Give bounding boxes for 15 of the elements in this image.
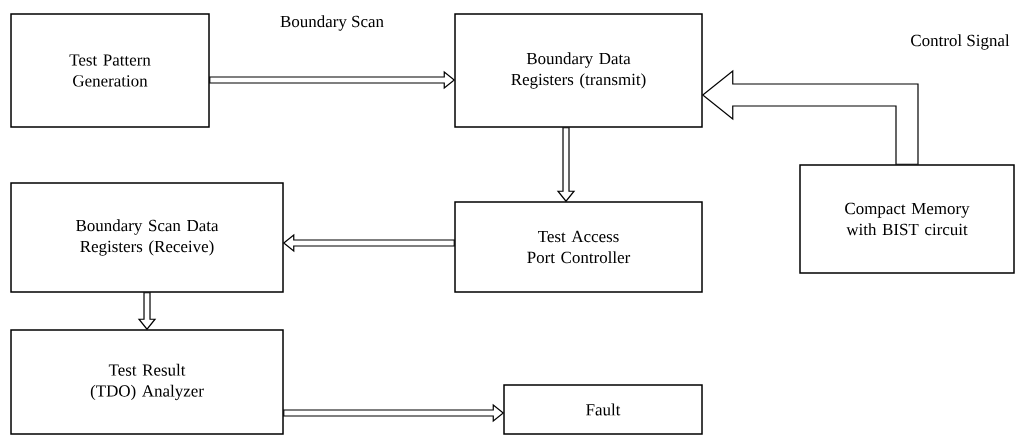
- label: Boundary Scan: [280, 15, 384, 31]
- process-box: Test Result (TDO) Analyzer: [10, 329, 284, 435]
- process-box: Boundary Data Registers (transmit): [454, 13, 703, 128]
- process-box: Test Access Port Controller: [454, 201, 703, 293]
- arrow: [701, 69, 919, 165]
- arrow: [283, 403, 505, 423]
- process-box: Boundary Scan Data Registers (Receive): [10, 182, 284, 293]
- process-box: Compact Memory with BIST circuit: [799, 164, 1015, 274]
- arrow: [282, 233, 455, 253]
- label: Control Signal: [911, 34, 1010, 50]
- arrow: [137, 292, 157, 331]
- process-box: Fault: [503, 384, 703, 435]
- arrow: [209, 70, 456, 90]
- arrow: [556, 127, 576, 203]
- process-box: Test Pattern Generation: [10, 13, 210, 128]
